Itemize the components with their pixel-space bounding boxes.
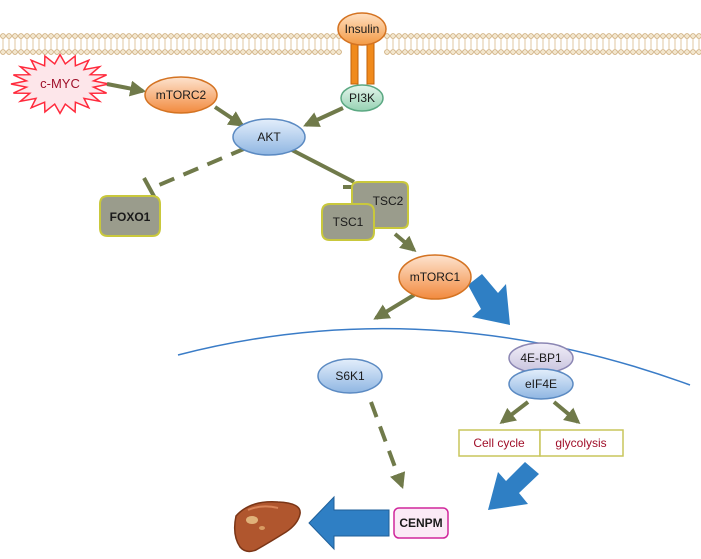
cell-cycle-box: [458, 429, 541, 457]
insulin-label: Insulin: [345, 22, 380, 36]
eif4e-node: [508, 368, 574, 400]
nuclear-membrane: [177, 327, 691, 386]
tsc1-label: TSC1: [333, 215, 364, 229]
blue-arrow-to-cenpm: [488, 462, 539, 510]
eif4e-label: eIF4E: [525, 377, 557, 391]
cenpm-node: [393, 507, 449, 539]
mtorc1-node: [398, 254, 472, 300]
foxo1-node: [99, 195, 161, 237]
blue-arrow-to-liver: [308, 495, 390, 551]
insulin-receptor: [337, 12, 387, 85]
cmyc-label: c-MYC: [40, 76, 80, 91]
mtorc1-label: mTORC1: [410, 270, 461, 284]
s6k1-label: S6K1: [335, 369, 365, 383]
foxo1-label: FOXO1: [110, 210, 151, 224]
tsc1-node: [321, 203, 375, 241]
ebp1-label: 4E-BP1: [520, 351, 562, 365]
glycolysis-label: glycolysis: [555, 436, 606, 450]
pi3k-label: PI3K: [349, 91, 375, 105]
cenpm-label: CENPM: [399, 516, 442, 530]
glycolysis-box: [539, 429, 624, 457]
blue-arrow-mtorc1-nucleus: [468, 274, 510, 325]
akt-node: [232, 118, 306, 156]
s6k1-node: [317, 358, 383, 394]
cell-cycle-label: Cell cycle: [473, 436, 525, 450]
akt-label: AKT: [257, 130, 281, 144]
tsc2-label: TSC2: [373, 194, 404, 208]
pi3k-node: [340, 84, 384, 112]
mtorc2-node: [144, 76, 218, 114]
liver-icon: [233, 501, 301, 553]
mtorc2-label: mTORC2: [156, 88, 207, 102]
cmyc-burst: [10, 53, 110, 115]
cell-membrane: [0, 33, 701, 55]
pathway-edges: [106, 80, 581, 490]
